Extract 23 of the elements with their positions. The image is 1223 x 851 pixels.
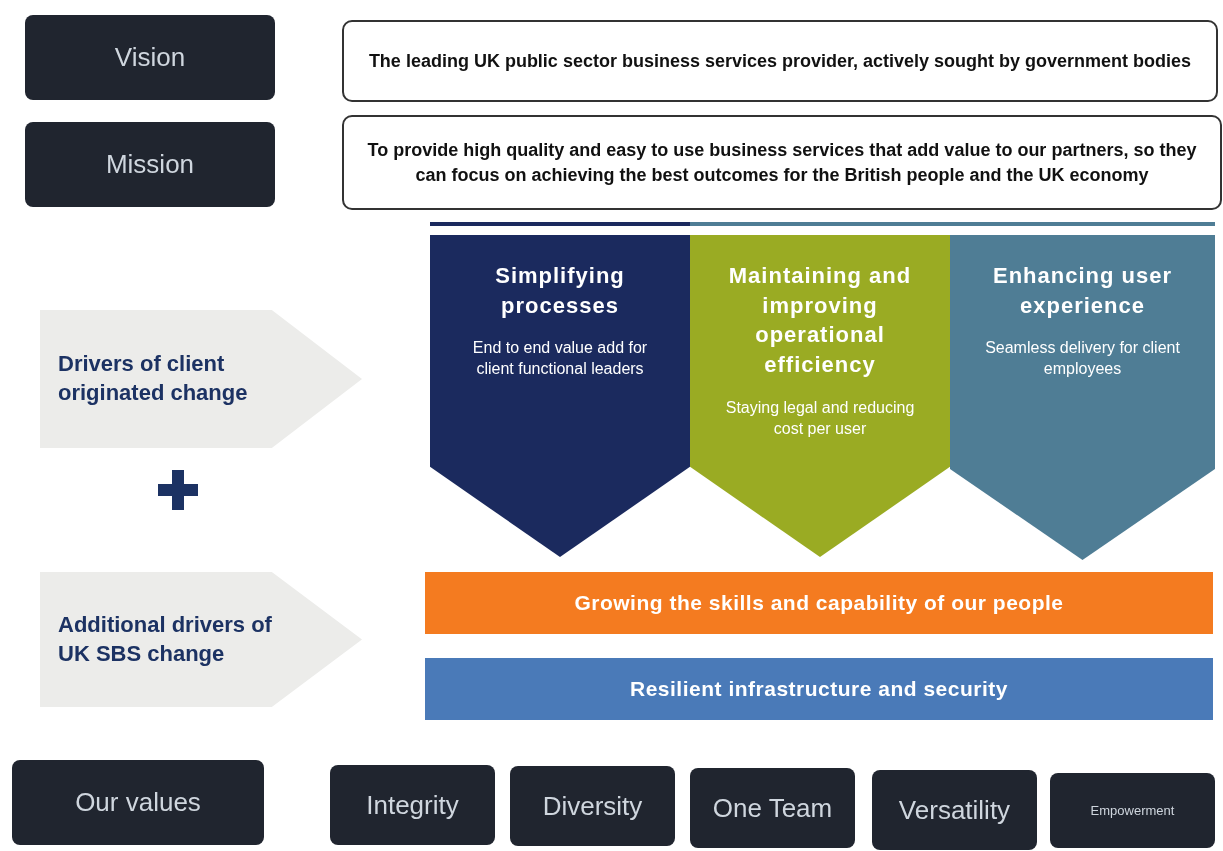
value-box: One Team xyxy=(690,768,855,848)
title-box: Our values xyxy=(12,760,264,845)
value-box: Integrity xyxy=(330,765,495,845)
driver-text: Drivers of client originated change xyxy=(58,350,249,407)
statement-box: The leading UK public sector business services provider, actively sought by government bodies xyxy=(342,20,1218,102)
chevron-text: Seamless delivery for client employees xyxy=(984,338,1181,380)
value-box: Versatility xyxy=(872,770,1037,850)
chevron-heading: Enhancing user experience xyxy=(991,262,1173,320)
strategy-bar: Resilient infrastructure and security xyxy=(425,658,1213,720)
strategy-bar: Growing the skills and capability of our people xyxy=(425,572,1213,634)
statement-box: To provide high quality and easy to use business services that add value to our partners, so they can focus on achieving the best outcomes for the British people and the UK economy xyxy=(342,115,1222,210)
chevron-heading: Simplifying processes xyxy=(494,262,626,320)
value-box: Diversity xyxy=(510,766,675,846)
chevron-text: Staying legal and reducing cost per user xyxy=(724,397,916,439)
chevron-heading: Maintaining and improving operational efficiency xyxy=(727,262,913,380)
value-box: Empowerment xyxy=(1050,773,1215,848)
chevron-banner xyxy=(950,235,1215,560)
chevron-banner xyxy=(430,235,690,557)
title-box: Mission xyxy=(25,122,275,207)
chevron-text: End to end value add for client functional leaders xyxy=(471,338,649,380)
chevron-banner xyxy=(690,235,950,557)
title-box: Vision xyxy=(25,15,275,100)
driver-text: Additional drivers of UK SBS change xyxy=(58,610,272,668)
